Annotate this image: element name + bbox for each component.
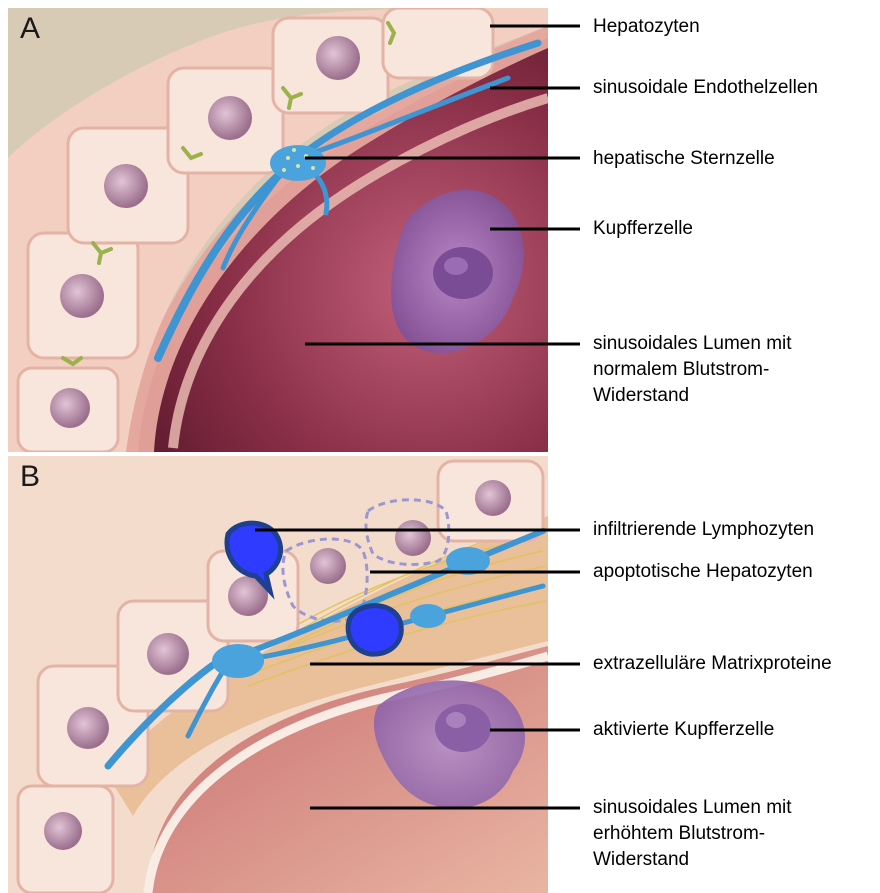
label-lumen-erhoeht: sinusoidales Lumen mit erhöhtem Blutstro… xyxy=(593,795,792,873)
label-endothelzellen: sinusoidale Endothelzellen xyxy=(593,75,818,101)
label-line: apoptotische Hepatozyten xyxy=(593,559,813,585)
label-line: Widerstand xyxy=(593,847,792,873)
label-sternzelle: hepatische Sternzelle xyxy=(593,146,775,172)
label-line: infiltrierende Lymphozyten xyxy=(593,517,814,543)
label-line: sinusoidales Lumen mit xyxy=(593,795,792,821)
label-line: erhöhtem Blutstrom- xyxy=(593,821,792,847)
label-line: sinusoidales Lumen mit xyxy=(593,331,792,357)
label-line: extrazelluläre Matrixproteine xyxy=(593,651,832,677)
label-line: aktivierte Kupfferzelle xyxy=(593,717,774,743)
label-line: Hepatozyten xyxy=(593,14,700,40)
label-line: Kupfferzelle xyxy=(593,216,693,242)
label-line: sinusoidale Endothelzellen xyxy=(593,75,818,101)
label-lumen-normal: sinusoidales Lumen mit normalem Blutstro… xyxy=(593,331,792,409)
label-aktivierte-kupfferzelle: aktivierte Kupfferzelle xyxy=(593,717,774,743)
label-matrixproteine: extrazelluläre Matrixproteine xyxy=(593,651,832,677)
label-apoptotische-hepatozyten: apoptotische Hepatozyten xyxy=(593,559,813,585)
label-line: hepatische Sternzelle xyxy=(593,146,775,172)
label-hepatozyten: Hepatozyten xyxy=(593,14,700,40)
label-line: normalem Blutstrom- xyxy=(593,357,792,383)
label-kupfferzelle: Kupfferzelle xyxy=(593,216,693,242)
label-line: Widerstand xyxy=(593,383,792,409)
label-lymphozyten: infiltrierende Lymphozyten xyxy=(593,517,814,543)
